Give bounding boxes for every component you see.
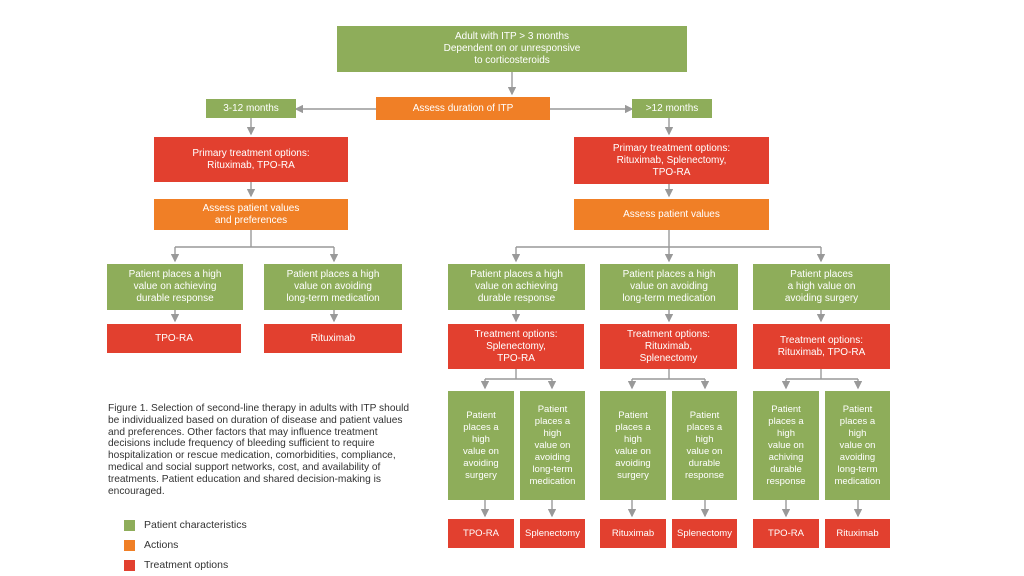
legend-item-patient-characteristics: Patient characteristics [124, 515, 247, 535]
right-treatment-splenectomy-tpo-ra: Treatment options: Splenectomy, TPO-RA [448, 324, 584, 369]
outcome-splenectomy: Splenectomy [520, 519, 585, 548]
legend-label: Actions [144, 539, 179, 551]
left-primary-treatment: Primary treatment options: Rituximab, TP… [154, 137, 348, 182]
assess-duration-node: Assess duration of ITP [376, 97, 550, 120]
right-treatment-rituximab-tpo-ra: Treatment options: Rituximab, TPO-RA [753, 324, 890, 369]
legend-swatch [124, 539, 135, 551]
legend-label: Patient characteristics [144, 519, 247, 531]
legend-item-treatment-options: Treatment options [124, 555, 247, 575]
right-primary-treatment: Primary treatment options: Rituximab, Sp… [574, 137, 769, 184]
legend-swatch [124, 519, 135, 531]
outcome-tpo-ra: TPO-RA [753, 519, 819, 548]
leaf-durable-response: Patient places a high value on durable r… [672, 391, 737, 500]
left-pref-durable-response: Patient places a high value on achieving… [107, 264, 243, 310]
right-assess-values: Assess patient values [574, 199, 769, 230]
left-outcome-tpo-ra: TPO-RA [107, 324, 241, 353]
figure-caption: Figure 1. Selection of second-line thera… [108, 403, 410, 497]
duration-3-12-months: 3-12 months [206, 99, 296, 118]
legend-swatch [124, 559, 135, 571]
left-assess-values: Assess patient values and preferences [154, 199, 348, 230]
leaf-avoid-long-term-medication: Patient places a high value on avoiding … [825, 391, 890, 500]
outcome-rituximab: Rituximab [600, 519, 666, 548]
duration-over-12-months: >12 months [632, 99, 712, 118]
outcome-tpo-ra: TPO-RA [448, 519, 514, 548]
left-outcome-rituximab: Rituximab [264, 324, 402, 353]
outcome-rituximab: Rituximab [825, 519, 890, 548]
legend: Patient characteristics Actions Treatmen… [124, 515, 247, 575]
right-treatment-rituximab-splenectomy: Treatment options: Rituximab, Splenectom… [600, 324, 737, 369]
right-pref-avoid-surgery: Patient places a high value on avoiding … [753, 264, 890, 310]
outcome-splenectomy: Splenectomy [672, 519, 737, 548]
legend-item-actions: Actions [124, 535, 247, 555]
leaf-avoid-surgery: Patient places a high value on avoiding … [600, 391, 666, 500]
leaf-achieving-durable-response: Patient places a high value on achiving … [753, 391, 819, 500]
legend-label: Treatment options [144, 559, 229, 571]
root-node: Adult with ITP > 3 months Dependent on o… [337, 26, 687, 72]
right-pref-avoid-medication: Patient places a high value on avoiding … [600, 264, 738, 310]
leaf-avoid-long-term-medication: Patient places a high value on avoiding … [520, 391, 585, 500]
right-pref-durable-response: Patient places a high value on achieving… [448, 264, 585, 310]
left-pref-avoid-medication: Patient places a high value on avoiding … [264, 264, 402, 310]
leaf-avoid-surgery: Patient places a high value on avoiding … [448, 391, 514, 500]
